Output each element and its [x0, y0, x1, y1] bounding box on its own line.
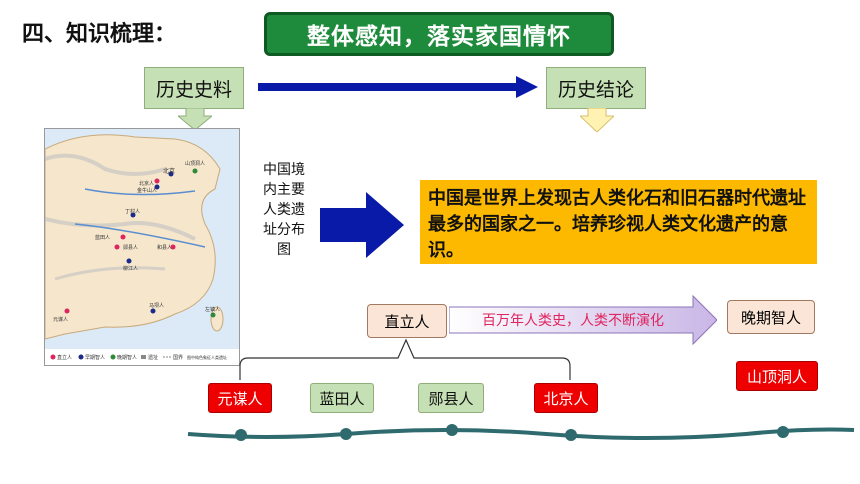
map-legend-item: 国界 [173, 355, 183, 361]
map-label: 北京人 [139, 180, 154, 187]
map-legend-item: 晚期智人 [117, 354, 137, 361]
map-graphic: 北京 山顶洞人 北京人 金牛山人 丁村人 蓝田人 郧县人 和县人 柳江人 马坝人… [45, 129, 239, 365]
map-label: 丁村人 [125, 208, 140, 215]
map-label: 郧县人 [123, 244, 138, 251]
map-label: 和县人 [157, 244, 172, 251]
section-title: 四、知识梳理： [22, 22, 177, 47]
map-to-conclusion-arrow [320, 192, 404, 258]
map-label: 元谋人 [53, 317, 68, 323]
timeline [187, 424, 855, 441]
late-sapiens-box: 晚期智人 [727, 300, 815, 334]
map-legend-item: 直立人 [57, 354, 72, 361]
conclusion-label: 历史结论 [546, 67, 646, 109]
evolution-arrow: 百万年人类史，人类不断演化 [449, 294, 717, 346]
map-label: 柳江人 [123, 265, 138, 272]
source-label: 历史史料 [144, 67, 244, 109]
ancient-sites-map: 北京 山顶洞人 北京人 金牛山人 丁村人 蓝田人 郧县人 和县人 柳江人 马坝人… [44, 128, 240, 366]
map-label: 左镇人 [205, 306, 220, 313]
map-legend-item: 遗址 [148, 354, 158, 361]
source-down-arrow [178, 108, 212, 130]
timeline-node [235, 429, 247, 441]
site-yuanmou: 元谋人 [208, 383, 272, 413]
site-beijing: 北京人 [534, 383, 598, 413]
evolution-arrow-text: 百万年人类史，人类不断演化 [482, 313, 664, 329]
map-label: 蓝田人 [95, 234, 110, 241]
conclusion-down-arrow [580, 108, 614, 132]
timeline-node [446, 424, 458, 436]
source-to-conclusion-arrow [258, 76, 538, 98]
homo-erectus-box: 直立人 [367, 304, 447, 338]
timeline-node [777, 426, 789, 438]
map-label: 马坝人 [149, 302, 164, 309]
site-yunxian: 郧县人 [418, 383, 484, 413]
grouping-bracket [239, 338, 571, 380]
map-legend-item: 早期智人 [85, 354, 105, 361]
timeline-node [340, 428, 352, 440]
map-label: 金牛山人 [137, 187, 157, 194]
conclusion-text: 中国是世界上发现古人类化石和旧石器时代遗址最多的国家之一。培养珍视人类文化遗产的… [420, 180, 817, 264]
map-label: 山顶洞人 [185, 160, 205, 167]
timeline-node [565, 429, 577, 441]
map-caption: 中国境内主要人类遗址分布图 [263, 162, 305, 258]
banner-title: 整体感知，落实家国情怀 [264, 12, 614, 56]
site-lantian: 蓝田人 [310, 383, 374, 413]
site-shandingdong: 山顶洞人 [736, 361, 818, 391]
map-label: 北京 [163, 167, 175, 175]
map-legend-item: 图中纯色象征人类遗址 [187, 354, 227, 360]
